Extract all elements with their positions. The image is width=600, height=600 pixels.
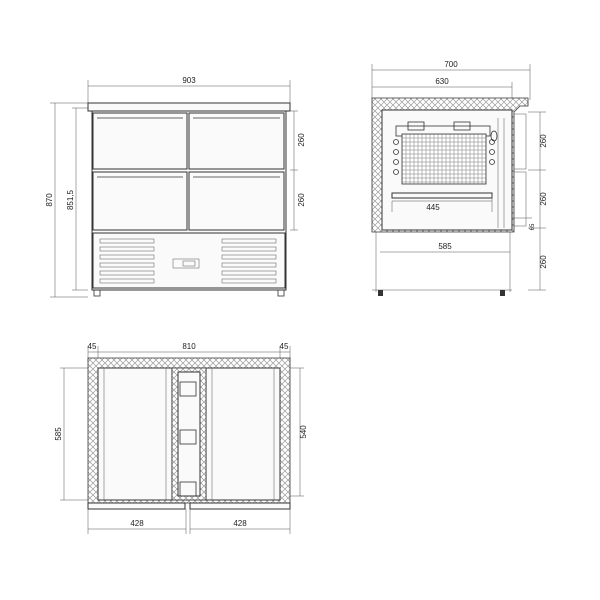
vent-grille-right	[221, 238, 277, 284]
side-view: 700 630 445	[371, 60, 548, 296]
plan-compartment-left	[97, 367, 173, 501]
plan-wall-right-label: 45	[280, 342, 289, 351]
front-width-label: 903	[182, 76, 196, 85]
plan-fan-bottom	[179, 429, 197, 445]
side-dim-right-3: 260	[539, 255, 548, 269]
plan-depth-right-dimension: 540	[290, 367, 308, 497]
control-display	[182, 260, 196, 267]
side-dim-small: 65	[530, 223, 536, 230]
drawer-top-left	[92, 112, 188, 170]
plan-depth-right-label: 540	[299, 425, 308, 439]
plan-wall-left-label: 45	[88, 342, 97, 351]
front-drawer-height-1: 260	[297, 133, 306, 147]
evaporator-unit	[393, 121, 498, 185]
front-view: 903 870 851,5	[45, 76, 306, 298]
drawer-bottom-right	[188, 171, 285, 231]
drawer-top-right	[188, 112, 285, 170]
plan-compartment-dimensions: 428 428	[87, 509, 291, 534]
plan-door-left	[87, 502, 186, 510]
control-panel	[172, 258, 200, 269]
side-lower-depth-dimension: 585	[380, 242, 510, 253]
side-door-profile	[497, 113, 527, 228]
drawer-bottom-left	[92, 171, 188, 231]
vent-grille-left	[99, 238, 155, 284]
side-foot-left	[378, 290, 383, 296]
side-height-dimensions: 260 260 260 65	[512, 111, 548, 291]
plan-depth-left-label: 585	[54, 427, 63, 441]
side-shelf-width-label: 445	[426, 203, 440, 212]
front-drawer-height-2: 260	[297, 193, 306, 207]
front-height-inner-label: 851,5	[66, 189, 75, 210]
side-depth-top-label: 630	[435, 77, 449, 86]
plan-compartment-right-label: 428	[233, 519, 247, 528]
foot-left	[93, 289, 101, 297]
front-height-dimensions: 870 851,5	[45, 102, 88, 298]
side-depth-dimensions: 700 630	[371, 60, 531, 100]
plan-fan-top	[179, 381, 197, 397]
side-dim-right-1: 260	[539, 134, 548, 148]
plan-depth-left-dimension: 585	[54, 367, 88, 501]
plan-door-right	[189, 502, 291, 510]
plan-inner-width-label: 810	[182, 342, 196, 351]
front-drawer-dimensions: 260 260	[290, 110, 306, 231]
worktop	[87, 102, 291, 112]
grille-panel	[92, 232, 286, 289]
plan-drain	[179, 481, 197, 497]
side-depth-total-label: 700	[444, 60, 458, 69]
front-height-total-label: 870	[45, 193, 54, 207]
side-shelf	[391, 192, 493, 199]
plan-compartment-right	[205, 367, 281, 501]
side-depth-inner-label: 585	[438, 242, 452, 251]
side-foot-right	[500, 290, 505, 296]
plan-view: 45 810 45 585	[54, 342, 308, 534]
plan-compartment-left-label: 428	[130, 519, 144, 528]
side-dim-right-2: 260	[539, 192, 548, 206]
foot-right	[277, 289, 285, 297]
